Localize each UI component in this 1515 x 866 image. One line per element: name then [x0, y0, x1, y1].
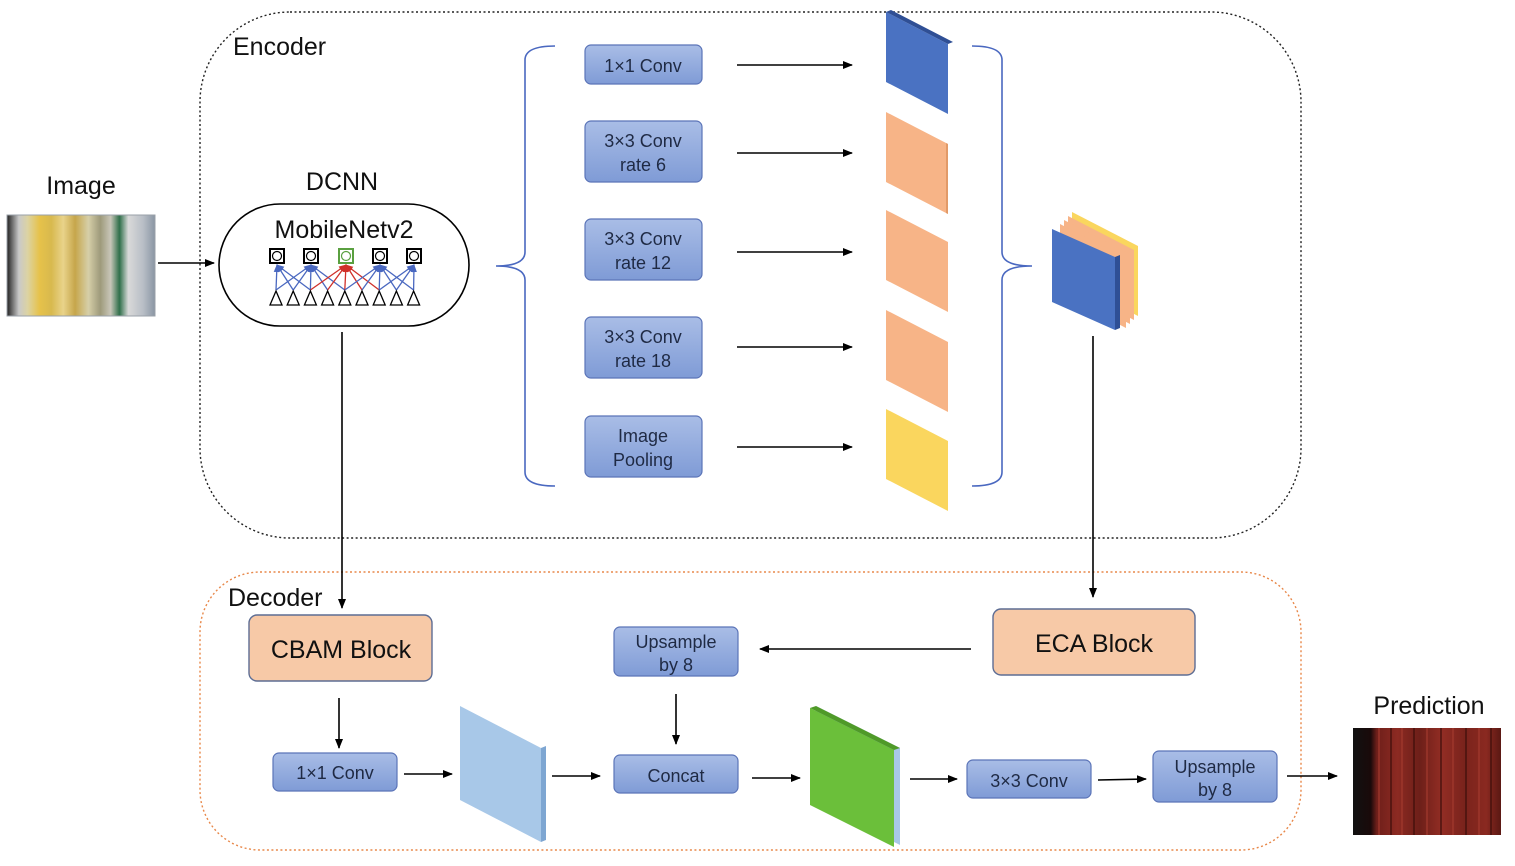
- input-image: [6, 214, 156, 317]
- conv3x3-node: [966, 759, 1092, 799]
- aspp-node-5-line1: Image: [618, 426, 668, 446]
- concat-node: [613, 754, 739, 794]
- arrow-conv3x3-to-upsample: [1097, 775, 1147, 784]
- decoder-label: Decoder: [228, 584, 323, 612]
- aspp-node-2: [584, 120, 703, 183]
- decoder-container: [199, 571, 1302, 851]
- aspp-branch-4: 3×3 Conv rate 18: [584, 310, 948, 412]
- upsample-node-bottom: [1152, 750, 1278, 803]
- cbam-block: [248, 614, 433, 682]
- encoder-label: Encoder: [233, 33, 326, 61]
- aspp-feature-map-4: [886, 310, 948, 412]
- aspp-node-4-line1: 3×3 Conv: [604, 327, 682, 347]
- aspp-feature-map-2: [886, 112, 948, 214]
- concat-node-text: Concat: [647, 766, 704, 786]
- aspp-right-brace: [971, 45, 1033, 487]
- upsample-bottom-line2: by 8: [1198, 780, 1232, 800]
- aspp-node-4-line2: rate 18: [615, 351, 671, 371]
- output-label: Prediction: [1373, 692, 1484, 720]
- aspp-node-3-line2: rate 12: [615, 253, 671, 273]
- eca-block: [992, 608, 1196, 676]
- aspp-node-2-line2: rate 6: [620, 155, 666, 175]
- aspp-feature-map-3: [886, 210, 948, 312]
- upsample-top-line1: Upsample: [635, 632, 716, 652]
- upsample-node-top: [613, 626, 739, 677]
- aspp-feature-map-5: [886, 409, 948, 511]
- aspp-node-3: [584, 218, 703, 281]
- cbam-block-label: CBAM Block: [271, 636, 412, 664]
- aspp-node-5-line2: Pooling: [613, 450, 673, 470]
- backbone-name: MobileNetv2: [275, 216, 414, 244]
- decoder-feature-map-lowlevel: [460, 706, 546, 842]
- conv3x3-node-text: 3×3 Conv: [990, 771, 1068, 791]
- input-label: Image: [46, 172, 115, 200]
- aspp-node-4: [584, 316, 703, 379]
- aspp-feature-map-1: [886, 12, 948, 114]
- aspp-branch-1: 1×1 Conv: [584, 10, 953, 114]
- aspp-node-1-text: 1×1 Conv: [604, 56, 682, 76]
- conv1x1-node-text: 1×1 Conv: [296, 763, 374, 783]
- aspp-left-brace: [495, 45, 556, 487]
- aspp-node-3-line1: 3×3 Conv: [604, 229, 682, 249]
- aspp-node-1: [584, 44, 703, 85]
- aspp-branch-3: 3×3 Conv rate 12: [584, 210, 948, 312]
- conv1x1-node: [272, 752, 398, 792]
- dcnn-label: DCNN: [306, 168, 378, 196]
- upsample-top-line2: by 8: [659, 655, 693, 675]
- eca-block-label: ECA Block: [1035, 630, 1154, 658]
- aspp-node-5: [584, 415, 703, 478]
- aspp-node-2-line1: 3×3 Conv: [604, 131, 682, 151]
- upsample-bottom-line1: Upsample: [1174, 757, 1255, 777]
- encoder-container: [199, 11, 1302, 539]
- prediction-image: [1353, 728, 1501, 835]
- aspp-branch-2: 3×3 Conv rate 6: [584, 112, 948, 214]
- aspp-branch-5: Image Pooling: [584, 409, 948, 511]
- decoder-feature-map-concat: [810, 706, 900, 847]
- backbone-network-icon: [269, 248, 422, 306]
- aspp-concat-stack: [1052, 212, 1138, 330]
